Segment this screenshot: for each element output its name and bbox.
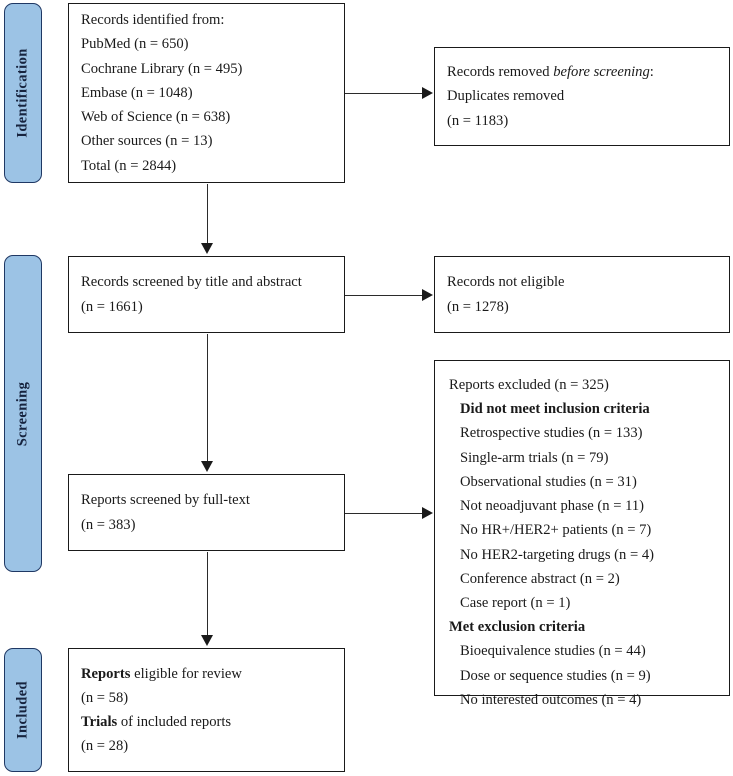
reports-excluded-g1-item-6: Conference abstract (n = 2) [460, 570, 620, 587]
reports-excluded-g1-item-5: No HER2-targeting drugs (n = 4) [460, 546, 655, 563]
records-identified-line-4: Web of Science (n = 638) [81, 109, 231, 126]
reports-excluded-header: Reports excluded (n = 325) [449, 377, 609, 393]
not-eligible-line-2: (n = 1278) [447, 298, 509, 315]
screened-title-line-1: Records screened by title and abstract [81, 274, 302, 291]
included-line-4: (n = 28) [81, 738, 129, 755]
records-removed-italic: before screening [553, 64, 650, 81]
screened-title-line-2: (n = 1661) [81, 298, 143, 315]
connector-identified-to-screened [207, 184, 208, 243]
stage-bar-identification: Identification [4, 3, 42, 183]
stage-label-included: Included [14, 681, 31, 739]
connector-screened-to-not-eligible [345, 295, 423, 296]
reports-excluded-g1-item-1: Single-arm trials (n = 79) [460, 449, 609, 466]
reports-excluded-g2-item-0: Bioequivalence studies (n = 44) [460, 643, 646, 660]
included-line-3: Trials of included reports [81, 710, 332, 734]
arrowhead-screened-to-not-eligible [422, 288, 433, 301]
records-identified-line-1: PubMed (n = 650) [81, 36, 189, 53]
box-records-not-eligible: Records not eligible (n = 1278) [434, 256, 730, 333]
not-eligible-line-1: Records not eligible [447, 274, 565, 291]
records-identified-line-6: Total (n = 2844) [81, 157, 177, 174]
reports-excluded-group1-header: Did not meet inclusion criteria [460, 401, 650, 418]
box-records-identified: Records identified from: PubMed (n = 650… [68, 3, 345, 183]
stage-label-identification: Identification [14, 48, 31, 138]
stage-bar-included: Included [4, 648, 42, 772]
records-identified-line-3: Embase (n = 1048) [81, 84, 193, 101]
reports-excluded-g1-item-0: Retrospective studies (n = 133) [460, 425, 643, 442]
arrowhead-fulltext-to-included [200, 635, 213, 646]
records-identified-line-2: Cochrane Library (n = 495) [81, 60, 243, 77]
stage-label-screening: Screening [14, 381, 31, 446]
screened-fulltext-line-2: (n = 383) [81, 516, 136, 533]
included-line-1-rest: eligible for review [130, 665, 242, 682]
records-identified-line-0: Records identified from: [81, 12, 225, 29]
box-records-removed-before-screening: Records removed before screening: Duplic… [434, 47, 730, 146]
records-identified-line-5: Other sources (n = 13) [81, 133, 213, 150]
box-records-screened-title-abstract: Records screened by title and abstract (… [68, 256, 345, 333]
connector-screened-to-fulltext [207, 334, 208, 461]
records-removed-line-3: (n = 1183) [447, 112, 509, 129]
box-included-reports: Reports eligible for review (n = 58) Tri… [68, 648, 345, 772]
reports-excluded-g2-item-2: No interested outcomes (n = 4) [460, 691, 642, 708]
records-removed-line-2: Duplicates removed [447, 88, 565, 105]
arrowhead-identified-to-duplicates [422, 86, 433, 99]
arrowhead-fulltext-to-excluded [422, 506, 433, 519]
included-line-1-bold: Reports [81, 665, 131, 682]
box-reports-screened-fulltext: Reports screened by full-text (n = 383) [68, 474, 345, 551]
reports-excluded-g2-item-1: Dose or sequence studies (n = 9) [460, 667, 651, 684]
reports-excluded-g1-item-2: Observational studies (n = 31) [460, 473, 637, 490]
included-line-3-bold: Trials [81, 714, 118, 730]
arrowhead-identified-to-screened [200, 243, 213, 254]
box-reports-excluded: Reports excluded (n = 325) Did not meet … [434, 360, 730, 708]
records-removed-line-1: Records removed before screening: [447, 60, 717, 84]
arrowhead-screened-to-fulltext [200, 461, 213, 472]
stage-bar-screening: Screening [4, 255, 42, 572]
reports-excluded-g1-item-7: Case report (n = 1) [460, 594, 571, 611]
connector-identified-to-duplicates [345, 93, 423, 94]
reports-excluded-g1-item-4: No HR+/HER2+ patients (n = 7) [460, 522, 652, 539]
records-removed-suffix: : [649, 64, 654, 81]
included-line-1: Reports eligible for review [81, 662, 332, 686]
connector-fulltext-to-included [207, 552, 208, 635]
reports-excluded-g1-item-3: Not neoadjuvant phase (n = 11) [460, 498, 644, 515]
screened-fulltext-line-1: Reports screened by full-text [81, 492, 250, 509]
included-line-2: (n = 58) [81, 689, 129, 706]
included-line-3-rest: of included reports [117, 714, 232, 730]
records-removed-prefix: Records removed [447, 64, 554, 81]
connector-fulltext-to-excluded [345, 513, 423, 514]
reports-excluded-group2-header: Met exclusion criteria [449, 619, 586, 636]
